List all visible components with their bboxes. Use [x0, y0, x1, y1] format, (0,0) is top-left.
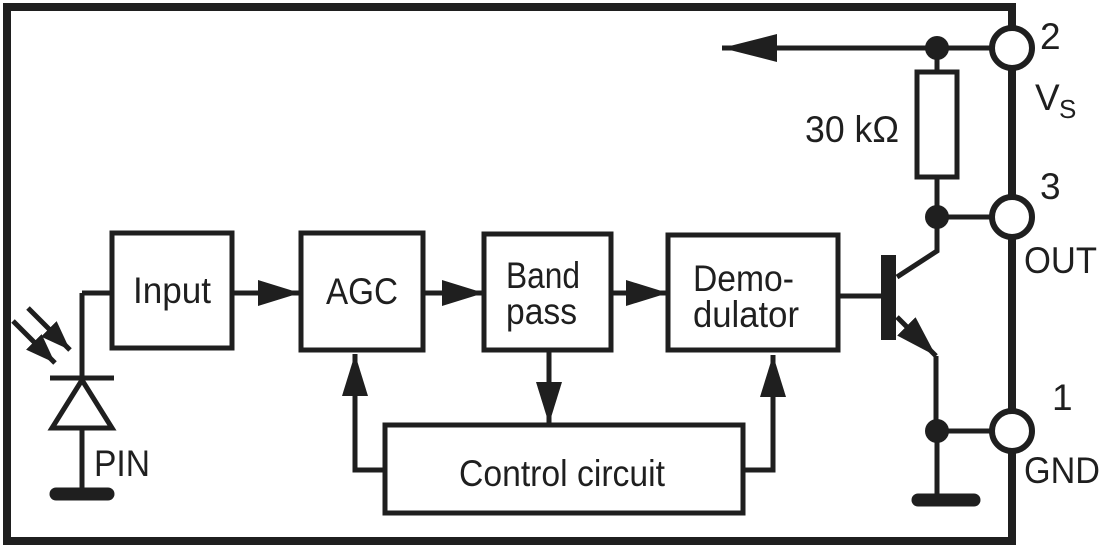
- bandpass-block: [481, 231, 614, 353]
- control-circuit-block: [382, 422, 746, 516]
- agc-block: [298, 230, 426, 353]
- light-arrow-icon: [26, 306, 72, 352]
- transistor-emitter-wire: [895, 315, 938, 358]
- pin-3-number: 3: [1040, 166, 1061, 207]
- demodulator-block-label-line1: Demo-: [693, 258, 794, 299]
- pin-terminal-2: [989, 25, 1035, 71]
- junction-dot-out: [925, 205, 949, 229]
- bandpass-block-label-line2: pass: [506, 291, 577, 332]
- junction-dot-gnd: [925, 419, 949, 443]
- junction-dot-vs: [925, 36, 949, 60]
- resistor-value-label: 30 kΩ: [805, 109, 899, 150]
- vs-label: V: [1035, 77, 1060, 118]
- pin-1-name: GND: [1024, 450, 1100, 491]
- wire-control-to-demodulator: [741, 355, 786, 473]
- pin-terminal-3: [989, 194, 1035, 240]
- pin-diode-label: PIN: [94, 443, 150, 484]
- wire-control-to-agc: [342, 354, 387, 473]
- pin-2-number: 2: [1040, 16, 1061, 57]
- transistor-base-bar: [881, 255, 896, 340]
- control-circuit-block-label: Control circuit: [459, 453, 666, 494]
- pin-1-number: 1: [1052, 377, 1073, 418]
- vs-label-subscript: S: [1059, 94, 1076, 124]
- agc-block-label: AGC: [326, 271, 398, 312]
- input-block-label: Input: [133, 270, 212, 311]
- pin-3-name: OUT: [1024, 240, 1097, 281]
- pin-terminal-1: [989, 408, 1035, 454]
- bandpass-block-label-line1: Band: [506, 255, 580, 296]
- resistor-body: [914, 69, 960, 180]
- input-block: [109, 230, 235, 351]
- light-arrow-icon: [11, 319, 57, 365]
- demodulator-block: [665, 232, 841, 353]
- pin-2-name: VS: [1035, 77, 1076, 124]
- photodiode: [11, 290, 117, 501]
- demodulator-block-label-line2: dulator: [693, 294, 799, 335]
